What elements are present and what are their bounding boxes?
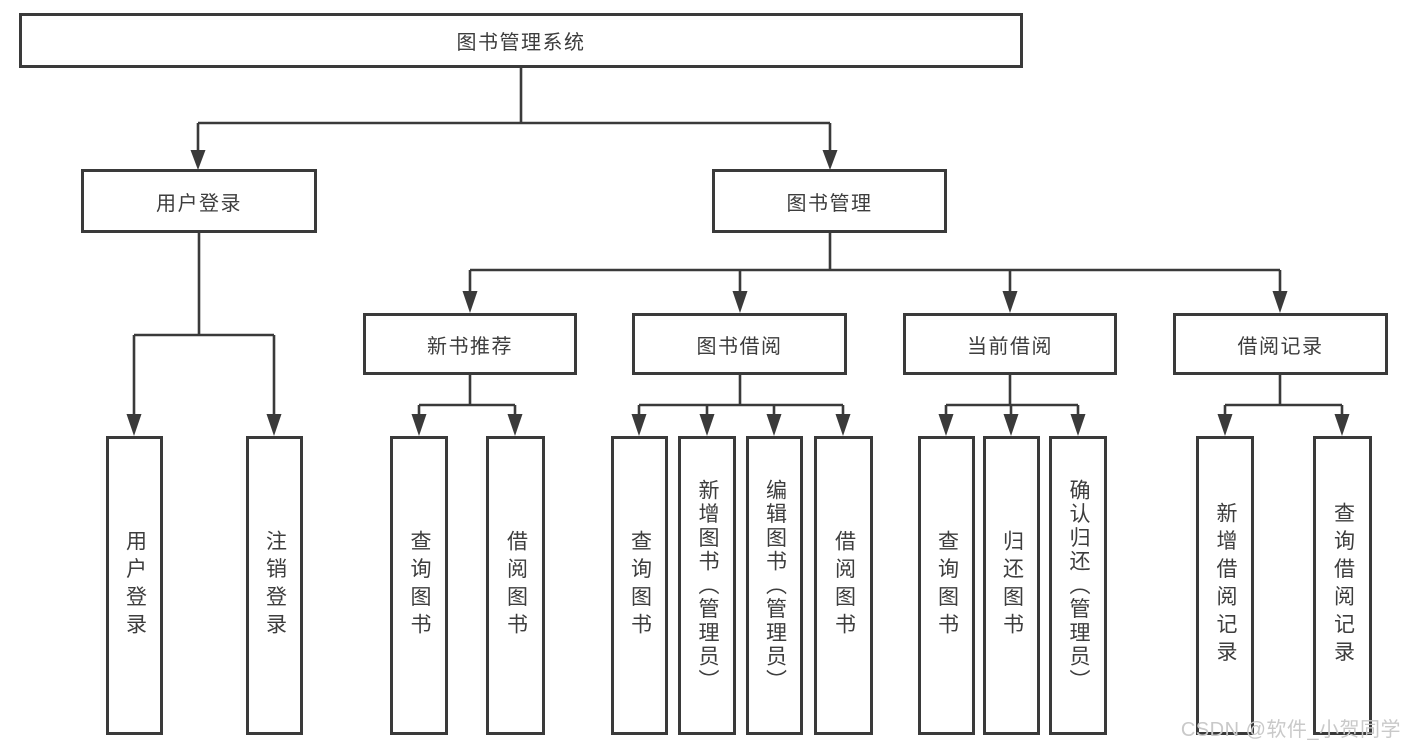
node-label: 图书管理 <box>786 192 873 215</box>
node-label: 当前借阅 <box>967 335 1053 358</box>
leaf-add-borrow-record: 新增借阅记录 <box>1196 436 1254 735</box>
node-user-login-group: 用户登录 <box>81 169 317 233</box>
node-label: 借阅记录 <box>1237 335 1324 358</box>
leaf-query-books-recommend: 查询图书 <box>390 436 448 735</box>
leaf-logout: 注销登录 <box>246 436 303 735</box>
node-book-management: 图书管理 <box>712 169 947 233</box>
node-label: 注销登录 <box>263 530 287 641</box>
leaf-add-books-admin: 新增图书（管理员） <box>678 436 736 735</box>
node-label: 查询借阅记录 <box>1331 502 1355 669</box>
node-library-management-system: 图书管理系统 <box>19 13 1023 68</box>
node-label: 新增图书（管理员） <box>696 478 719 693</box>
node-label: 归还图书 <box>1000 530 1024 641</box>
leaf-edit-books-admin: 编辑图书（管理员） <box>746 436 803 735</box>
node-label: 借阅图书 <box>832 530 856 641</box>
node-label: 新增借阅记录 <box>1214 502 1237 669</box>
node-label: 图书借阅 <box>696 335 783 358</box>
leaf-user-login: 用户登录 <box>106 436 163 735</box>
node-label: 查询图书 <box>628 530 652 641</box>
node-current-borrow: 当前借阅 <box>903 313 1117 375</box>
node-label: 新书推荐 <box>427 335 513 358</box>
leaf-query-borrow-record: 查询借阅记录 <box>1313 436 1372 735</box>
node-book-borrow: 图书借阅 <box>632 313 847 375</box>
leaf-query-books-current: 查询图书 <box>918 436 975 735</box>
node-label: 确认归还（管理员） <box>1067 478 1090 693</box>
watermark: CSDN @软件_小贺同学 <box>1180 719 1401 741</box>
node-new-book-recommend: 新书推荐 <box>363 313 577 375</box>
node-label: 借阅图书 <box>504 530 528 641</box>
node-label: 编辑图书（管理员） <box>763 478 787 693</box>
node-label: 查询图书 <box>935 530 959 641</box>
node-borrow-records: 借阅记录 <box>1173 313 1388 375</box>
node-label: 查询图书 <box>408 530 431 641</box>
node-label: 用户登录 <box>156 192 242 215</box>
leaf-query-books-borrow: 查询图书 <box>611 436 668 735</box>
leaf-borrow-books-recommend: 借阅图书 <box>486 436 545 735</box>
node-label: 图书管理系统 <box>456 32 586 54</box>
node-label: 用户登录 <box>123 530 147 641</box>
leaf-borrow-books: 借阅图书 <box>814 436 873 735</box>
leaf-confirm-return-admin: 确认归还（管理员） <box>1049 436 1107 735</box>
leaf-return-books: 归还图书 <box>983 436 1040 735</box>
